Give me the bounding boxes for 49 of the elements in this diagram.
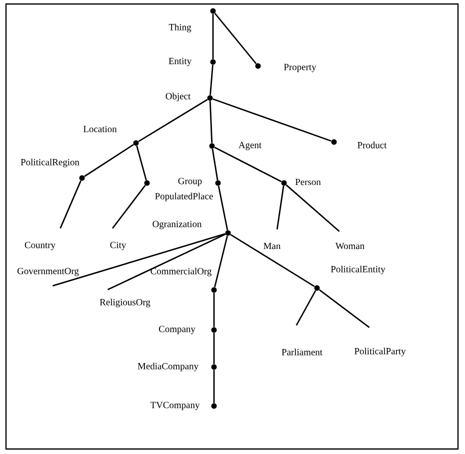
node-label: CommercialOrg — [150, 268, 212, 276]
node-label: Ogranization — [152, 220, 202, 230]
node-label: PoliticalParty — [354, 348, 406, 356]
node-label: PopulatedPlace — [155, 192, 213, 202]
connector-line — [84, 144, 134, 177]
node-label: Location — [83, 126, 117, 132]
connector-line — [214, 146, 282, 182]
node-label: Company — [159, 326, 196, 334]
connector-line — [112, 184, 146, 229]
connector-line — [230, 234, 315, 288]
node-label: MediaCompany — [138, 362, 198, 372]
node-label: ReligiousOrg — [100, 298, 150, 308]
node-label: Object — [166, 92, 191, 102]
node-label: PoliticalRegion — [20, 158, 80, 168]
connector-line — [318, 289, 370, 328]
connector-line — [212, 98, 332, 142]
connector-line — [212, 148, 218, 180]
connector-line — [209, 100, 213, 144]
connector-line — [138, 98, 208, 142]
node-label: City — [110, 242, 126, 250]
node-label: Parliament — [282, 348, 322, 356]
connector-line — [213, 370, 215, 404]
node-label: GovernmentOrg — [17, 268, 79, 276]
connector-line — [214, 12, 257, 64]
node-label: Agent — [238, 142, 262, 150]
node-label: Woman — [335, 242, 364, 250]
node-label: Group — [178, 178, 202, 186]
connector-line — [136, 146, 147, 180]
connector-line — [286, 184, 340, 232]
connector-line — [214, 236, 228, 288]
connector-line — [212, 14, 214, 60]
connector-line — [296, 290, 316, 326]
connector-line — [107, 234, 226, 290]
node-label: Property — [284, 64, 316, 72]
connector-line — [213, 292, 215, 328]
connector-line — [218, 186, 228, 230]
node-label: Product — [358, 142, 387, 148]
connector-line — [276, 186, 284, 230]
node-label: Country — [24, 242, 56, 250]
connector-line — [213, 332, 215, 364]
node-label: Man — [264, 242, 281, 250]
node-label: Person — [295, 178, 321, 186]
connector-line — [210, 64, 214, 96]
connector-line — [60, 180, 82, 229]
node-label: Thing — [168, 24, 192, 32]
node-label: Entity — [168, 58, 192, 66]
connector-line — [52, 233, 226, 286]
node-label: TVCompany — [150, 402, 200, 410]
node-label: PoliticalEntity — [330, 266, 386, 274]
